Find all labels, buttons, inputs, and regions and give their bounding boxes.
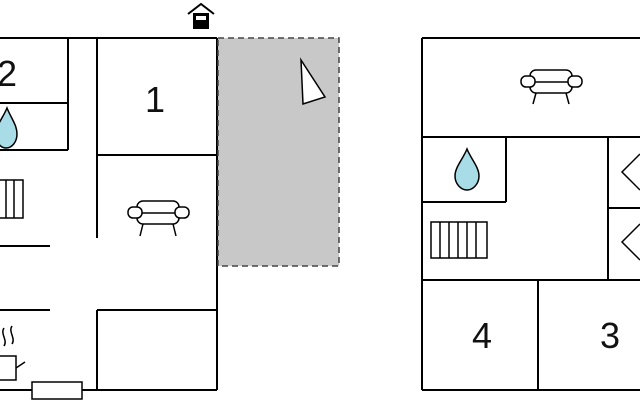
entrance-icon xyxy=(187,2,215,29)
door-mat-icon xyxy=(31,381,83,400)
compass-arrow-icon xyxy=(300,57,327,106)
radiator-icon-upper xyxy=(430,221,488,259)
room-number-3: 3 xyxy=(600,315,620,356)
water-drop-icon xyxy=(0,105,18,149)
stove-icon xyxy=(0,325,26,381)
radiator-icon xyxy=(0,179,24,219)
upper-floor xyxy=(421,37,640,391)
sofa-icon-upper xyxy=(520,69,583,105)
room-number-1: 1 xyxy=(145,79,165,120)
water-drop-icon-upper xyxy=(454,146,480,191)
sofa-icon xyxy=(127,200,190,237)
room-number-2: 2 xyxy=(0,53,17,94)
room-number-4: 4 xyxy=(472,315,492,356)
terrace-area xyxy=(217,37,340,267)
stair-x-icon xyxy=(620,153,640,261)
